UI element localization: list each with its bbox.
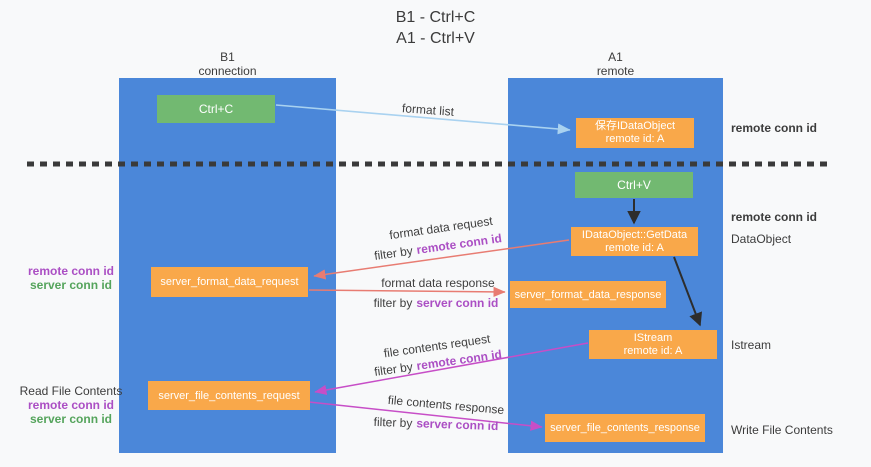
server-conn-id-left-2: server conn id [29,412,113,426]
filter-by-text: filter by [373,414,413,431]
istream-box: IStream remote id: A [589,330,717,359]
ctrl-v-label: Ctrl+V [617,178,651,192]
getdata-remote-id: remote id: A [605,241,664,254]
column-a1-role: remote [596,64,635,78]
ctrl-c-box: Ctrl+C [157,95,275,123]
server-conn-id-text: server conn id [416,416,499,434]
remote-conn-id-annotation-top: remote conn id [731,121,818,135]
save-idataobject-remote-id: remote id: A [605,133,665,145]
remote-conn-id-annotation-mid: remote conn id [731,210,818,224]
server-file-contents-request-label: server_file_contents_request [158,389,300,402]
write-file-contents-annotation: Write File Contents [731,423,833,437]
getdata-title: IDataObject::GetData [581,228,688,241]
istream-title: IStream [633,331,673,344]
istream-annotation: Istream [731,338,772,352]
server-format-data-response-box: server_format_data_response [510,281,666,308]
column-header-b1: B1 connection [119,50,336,78]
column-b1-name: B1 [220,50,235,64]
remote-conn-id-left-1: remote conn id [27,264,114,278]
format-data-request-arrow [313,239,570,280]
dataobject-annotation: DataObject [731,232,792,246]
read-file-contents-annotation: Read File Contents [19,384,123,398]
format-list-arrow [275,104,571,135]
ctrl-c-label: Ctrl+C [198,102,234,116]
column-a1-name: A1 [608,50,623,64]
server-file-contents-response-label: server_file_contents_response [550,422,700,434]
title-line-1: B1 - Ctrl+C [395,9,476,26]
file-contents-response-arrow [308,401,543,431]
save-idataobject-box: 保存IDataObject remote id: A [576,118,694,148]
format-data-response-text: format data response [381,276,495,290]
format-data-response-arrow [308,286,506,298]
server-format-data-request-box: server_format_data_request [151,267,308,297]
server-conn-id-text: server conn id [416,296,499,310]
server-file-contents-response-box: server_file_contents_response [545,414,705,442]
format-data-response-label: format data response [381,276,494,290]
column-b1-role: connection [198,64,257,78]
getdata-to-istream-arrow [673,256,703,327]
column-header-a1: A1 remote [508,50,723,78]
diagram-title: B1 - Ctrl+C A1 - Ctrl+V [0,7,871,49]
server-format-data-request-label: server_format_data_request [160,276,299,288]
istream-remote-id: remote id: A [623,344,683,357]
left-conn-id-block-1: remote conn id server conn id [8,264,134,292]
getdata-box: IDataObject::GetData remote id: A [571,227,698,256]
read-file-contents-block: Read File Contents remote conn id server… [8,384,134,426]
remote-conn-id-left-2: remote conn id [27,398,114,412]
filter-by-text: filter by [373,296,413,310]
ctrl-v-box: Ctrl+V [575,172,693,198]
server-conn-id-left-1: server conn id [29,278,113,292]
title-line-2: A1 - Ctrl+V [396,30,475,47]
file-contents-request-arrow [314,342,589,396]
save-idataobject-title: 保存IDataObject [594,120,676,132]
server-format-data-response-label: server_format_data_response [514,288,662,301]
server-file-contents-request-box: server_file_contents_request [148,381,310,410]
